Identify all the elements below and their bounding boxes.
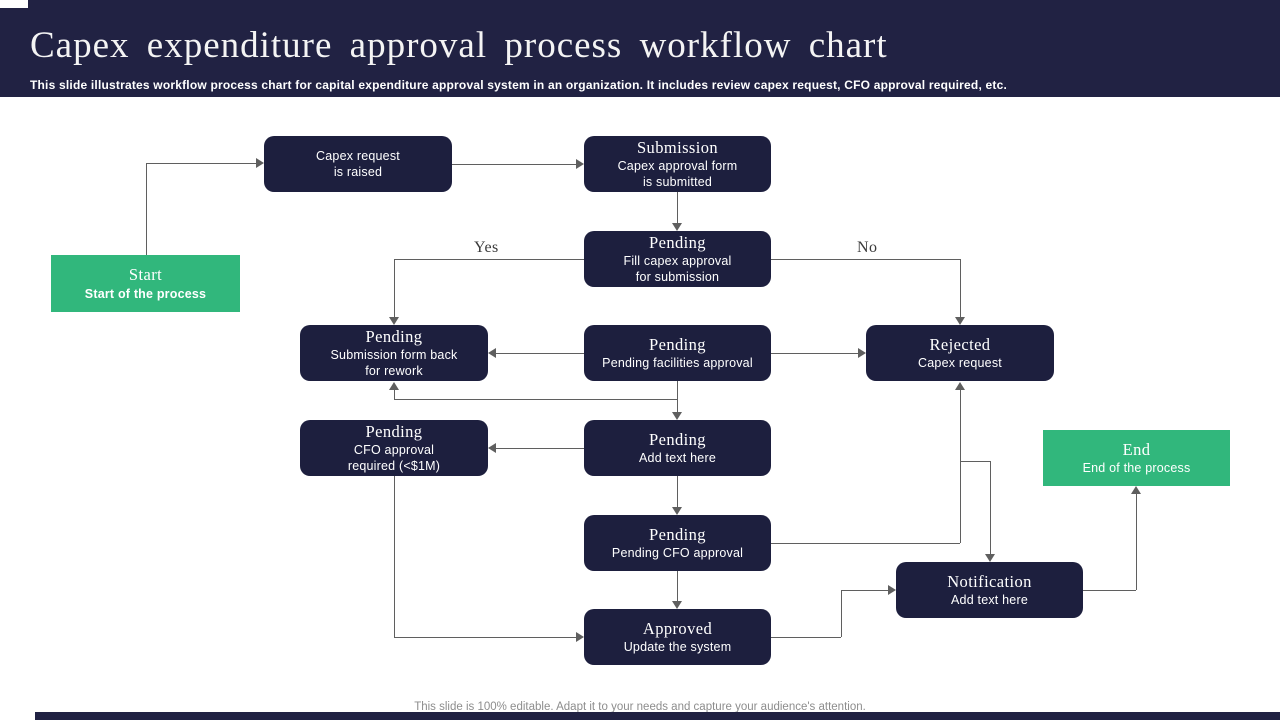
node-line: Start of the process: [84, 286, 207, 301]
node-submission[interactable]: Submission Capex approval form is submit…: [584, 136, 771, 192]
arrowhead: [256, 158, 264, 168]
label-no: No: [857, 239, 878, 256]
connector-notification-end: [1136, 494, 1137, 590]
connector-cforequired-approved: [394, 637, 576, 638]
connector-start-capex: [146, 163, 256, 164]
node-pending-add-text[interactable]: Pending Add text here: [584, 420, 771, 476]
node-end[interactable]: End End of the process: [1043, 430, 1230, 486]
footer-note: This slide is 100% editable. Adapt it to…: [414, 701, 866, 713]
arrowhead: [1131, 486, 1141, 494]
node-heading: End: [1122, 439, 1151, 459]
connector-submission-pendingfill: [677, 192, 678, 223]
connector-facilities-down: [677, 381, 678, 399]
node-heading: Rejected: [929, 334, 991, 354]
connector-pendingcfo-right: [771, 543, 960, 544]
node-heading: Pending: [649, 232, 706, 252]
node-line: Capex request: [918, 356, 1002, 371]
node-heading: Pending: [649, 429, 706, 449]
connector-no-branch: [960, 259, 961, 317]
node-line: Capex approval form: [617, 159, 738, 174]
connector-facilities-rework-bottom: [394, 399, 677, 400]
node-heading: Pending: [649, 334, 706, 354]
node-pending-facilities[interactable]: Pending Pending facilities approval: [584, 325, 771, 381]
node-line: is submitted: [642, 175, 713, 190]
node-heading: Approved: [642, 618, 713, 638]
connector-approved-notification: [841, 590, 888, 591]
connector-facilities-rejected: [771, 353, 858, 354]
connector-approved-notification: [841, 590, 842, 637]
node-pending-rework[interactable]: Pending Submission form back for rework: [300, 325, 488, 381]
arrowhead: [389, 317, 399, 325]
connector-no-branch: [771, 259, 960, 260]
node-pending-fill[interactable]: Pending Fill capex approval for submissi…: [584, 231, 771, 287]
node-line: for rework: [365, 364, 423, 379]
node-heading: Start: [128, 265, 163, 285]
connector-pendingcfo-approved: [677, 571, 678, 601]
node-pending-cfo[interactable]: Pending Pending CFO approval: [584, 515, 771, 571]
node-heading: Submission: [636, 137, 719, 157]
node-heading: Pending: [365, 421, 423, 441]
arrowhead: [488, 348, 496, 358]
arrowhead: [985, 554, 995, 562]
connector-branch-notification: [990, 461, 991, 554]
connector-yes-branch: [394, 259, 584, 260]
node-line: is raised: [333, 165, 383, 179]
arrowhead: [672, 223, 682, 231]
connector-facilities-rework-bottom: [394, 390, 395, 399]
arrowhead: [389, 382, 399, 390]
arrowhead: [888, 585, 896, 595]
connector-branch-notification: [960, 461, 990, 462]
arrowhead: [576, 159, 584, 169]
arrowhead: [955, 317, 965, 325]
arrowhead: [488, 443, 496, 453]
arrowhead: [858, 348, 866, 358]
node-approved[interactable]: Approved Update the system: [584, 609, 771, 665]
connector-capex-submission: [452, 164, 576, 165]
node-line: Update the system: [623, 640, 732, 655]
connector-addtext-cforequired: [496, 448, 584, 449]
node-notification[interactable]: Notification Add text here: [896, 562, 1083, 618]
node-line: Add text here: [639, 451, 716, 466]
arrowhead: [955, 382, 965, 390]
node-line: Fill capex approval: [623, 254, 732, 269]
node-rejected[interactable]: Rejected Capex request: [866, 325, 1054, 381]
node-line: required (<$1M): [347, 459, 441, 474]
arrowhead: [672, 412, 682, 420]
node-start[interactable]: Start Start of the process: [51, 255, 240, 312]
connector-yes-branch: [394, 259, 395, 317]
page-subtitle: This slide illustrates workflow process …: [30, 78, 1008, 92]
connector-pendingcfo-rejected: [960, 390, 961, 543]
node-heading: Notification: [947, 571, 1032, 591]
label-yes: Yes: [474, 239, 499, 256]
node-line: Pending facilities approval: [602, 356, 753, 371]
connector-facilities-rework: [496, 353, 584, 354]
node-line: for submission: [635, 270, 720, 285]
node-line: End of the process: [1082, 461, 1191, 476]
node-line: Capex request: [316, 149, 400, 163]
node-line: Pending CFO approval: [611, 546, 744, 561]
header-corner-notch: [0, 0, 28, 8]
node-line: CFO approval: [353, 443, 435, 458]
node-heading: Pending: [365, 326, 423, 346]
connector-notification-end: [1083, 590, 1136, 591]
node-pending-cfo-required[interactable]: Pending CFO approval required (<$1M): [300, 420, 488, 476]
node-line: Add text here: [951, 593, 1028, 608]
slide-header: Capex expenditure approval process workf…: [0, 0, 1280, 97]
connector-addtext-pendingcfo: [677, 476, 678, 507]
connector-facilities-addtext: [677, 399, 678, 412]
arrowhead: [576, 632, 584, 642]
connector-approved-notification: [771, 637, 841, 638]
connector-start-capex: [146, 163, 147, 255]
page-title: Capex expenditure approval process workf…: [30, 25, 888, 66]
node-heading: Pending: [649, 524, 706, 544]
arrowhead: [672, 507, 682, 515]
node-line: Submission form back: [330, 348, 458, 363]
arrowhead: [672, 601, 682, 609]
connector-cforequired-approved: [394, 476, 395, 637]
node-capex-request[interactable]: Capex request is raised: [264, 136, 452, 192]
bottom-accent-bar: [35, 712, 1280, 720]
